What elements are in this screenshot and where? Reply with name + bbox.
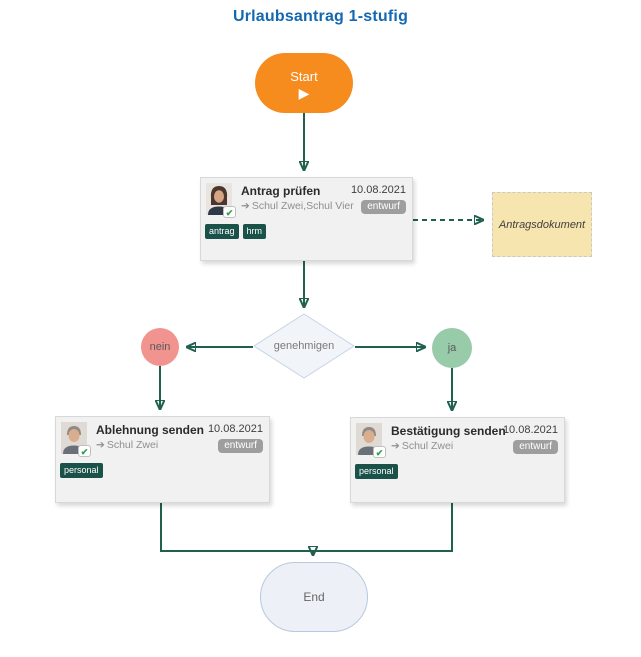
task-assignees: ➔Schul Zwei,Schul Vier (241, 200, 354, 212)
assignee-names: Schul Zwei (401, 440, 454, 452)
decision-label: genehmigen (273, 340, 335, 352)
end-node[interactable]: End (260, 562, 368, 632)
task-meta: 10.08.2021 entwurf (503, 423, 558, 454)
task-node-bestaetigung-senden[interactable]: ✔ Bestätigung senden ➔Schul Zwei 10.08.2… (350, 417, 565, 503)
task-tags: antrag hrm (205, 224, 267, 239)
task-header: ✔ Bestätigung senden ➔Schul Zwei 10.08.2… (351, 418, 564, 458)
task-tags: personal (60, 463, 103, 478)
task-titles: Bestätigung senden ➔Schul Zwei (391, 423, 506, 452)
task-meta: 10.08.2021 entwurf (208, 422, 263, 453)
assignee-avatar: ✔ (61, 422, 91, 457)
connector-confirm-to-merge (313, 503, 453, 552)
check-badge-icon: ✔ (78, 445, 91, 457)
branch-yes-label: ja (447, 342, 457, 354)
task-title: Bestätigung senden (391, 424, 506, 438)
start-label: Start (290, 68, 318, 84)
task-header: ✔ Ablehnung senden ➔Schul Zwei 10.08.202… (56, 417, 269, 457)
branch-node-nein[interactable]: nein (141, 328, 179, 366)
task-date: 10.08.2021 (207, 423, 263, 435)
assignee-names: Schul Zwei (106, 439, 159, 451)
end-label: End (303, 590, 325, 604)
status-badge: entwurf (513, 440, 558, 454)
task-assignees: ➔Schul Zwei (96, 439, 208, 451)
tag-hrm: hrm (242, 224, 267, 239)
task-node-ablehnung-senden[interactable]: ✔ Ablehnung senden ➔Schul Zwei 10.08.202… (55, 416, 270, 503)
task-header: ✔ Antrag prüfen ➔Schul Zwei,Schul Vier 1… (201, 178, 412, 218)
assignee-names: Schul Zwei,Schul Vier (251, 200, 354, 212)
task-tags: personal (355, 464, 398, 479)
task-meta: 10.08.2021 entwurf (351, 183, 406, 214)
task-date: 10.08.2021 (502, 424, 558, 436)
status-badge: entwurf (361, 200, 406, 214)
tag-antrag: antrag (205, 224, 239, 239)
tag-personal: personal (60, 463, 103, 478)
task-node-antrag-pruefen[interactable]: ✔ Antrag prüfen ➔Schul Zwei,Schul Vier 1… (200, 177, 413, 261)
tag-personal: personal (355, 464, 398, 479)
check-badge-icon: ✔ (373, 446, 386, 458)
play-icon[interactable]: ▶ (298, 84, 310, 101)
status-badge: entwurf (218, 439, 263, 453)
task-titles: Ablehnung senden ➔Schul Zwei (96, 422, 208, 451)
assignee-arrow-icon: ➔ (391, 440, 400, 452)
branch-no-label: nein (149, 341, 171, 353)
connector-reject-to-merge (160, 503, 313, 552)
start-node[interactable]: Start ▶ (255, 53, 353, 113)
branch-node-ja[interactable]: ja (432, 328, 472, 368)
task-assignees: ➔Schul Zwei (391, 440, 503, 452)
assignee-avatar: ✔ (356, 423, 386, 458)
assignee-arrow-icon: ➔ (241, 200, 250, 212)
task-titles: Antrag prüfen ➔Schul Zwei,Schul Vier (241, 183, 354, 212)
page-title: Urlaubsantrag 1-stufig (232, 8, 409, 25)
assignee-avatar: ✔ (206, 183, 236, 218)
diamond-shape (253, 313, 355, 379)
decision-node-genehmigen[interactable]: genehmigen (253, 313, 355, 379)
note-label: Antragsdokument (498, 218, 586, 231)
check-badge-icon: ✔ (223, 206, 236, 218)
task-date: 10.08.2021 (350, 184, 406, 196)
assignee-arrow-icon: ➔ (96, 439, 105, 451)
note-antragsdokument[interactable]: Antragsdokument (492, 192, 592, 257)
task-title: Antrag prüfen (241, 184, 321, 198)
task-title: Ablehnung senden (96, 423, 204, 437)
